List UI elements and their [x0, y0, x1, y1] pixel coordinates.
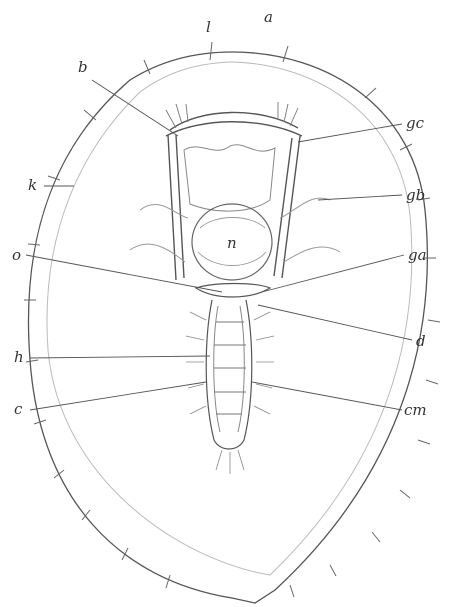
label-n: n — [227, 234, 237, 252]
label-ga: ga — [408, 246, 427, 264]
head-frame — [130, 112, 340, 280]
label-c: c — [14, 400, 23, 418]
abdomen-bristles — [186, 312, 274, 474]
label-o: o — [12, 246, 21, 264]
marginal-bristles — [24, 42, 440, 597]
label-cm: cm — [404, 401, 427, 419]
label-l: l — [206, 18, 211, 36]
inner-body-outline — [47, 62, 412, 575]
label-gc: gc — [406, 114, 425, 132]
label-d: d — [416, 332, 426, 350]
label-h: h — [14, 348, 24, 366]
label-gb: gb — [406, 186, 425, 204]
outer-body-outline — [28, 52, 427, 603]
label-k: k — [28, 176, 37, 194]
label-b: b — [78, 58, 88, 76]
head-bristles — [166, 102, 298, 128]
label-a: a — [264, 8, 273, 26]
collar — [196, 284, 270, 298]
abdomen — [206, 300, 252, 449]
